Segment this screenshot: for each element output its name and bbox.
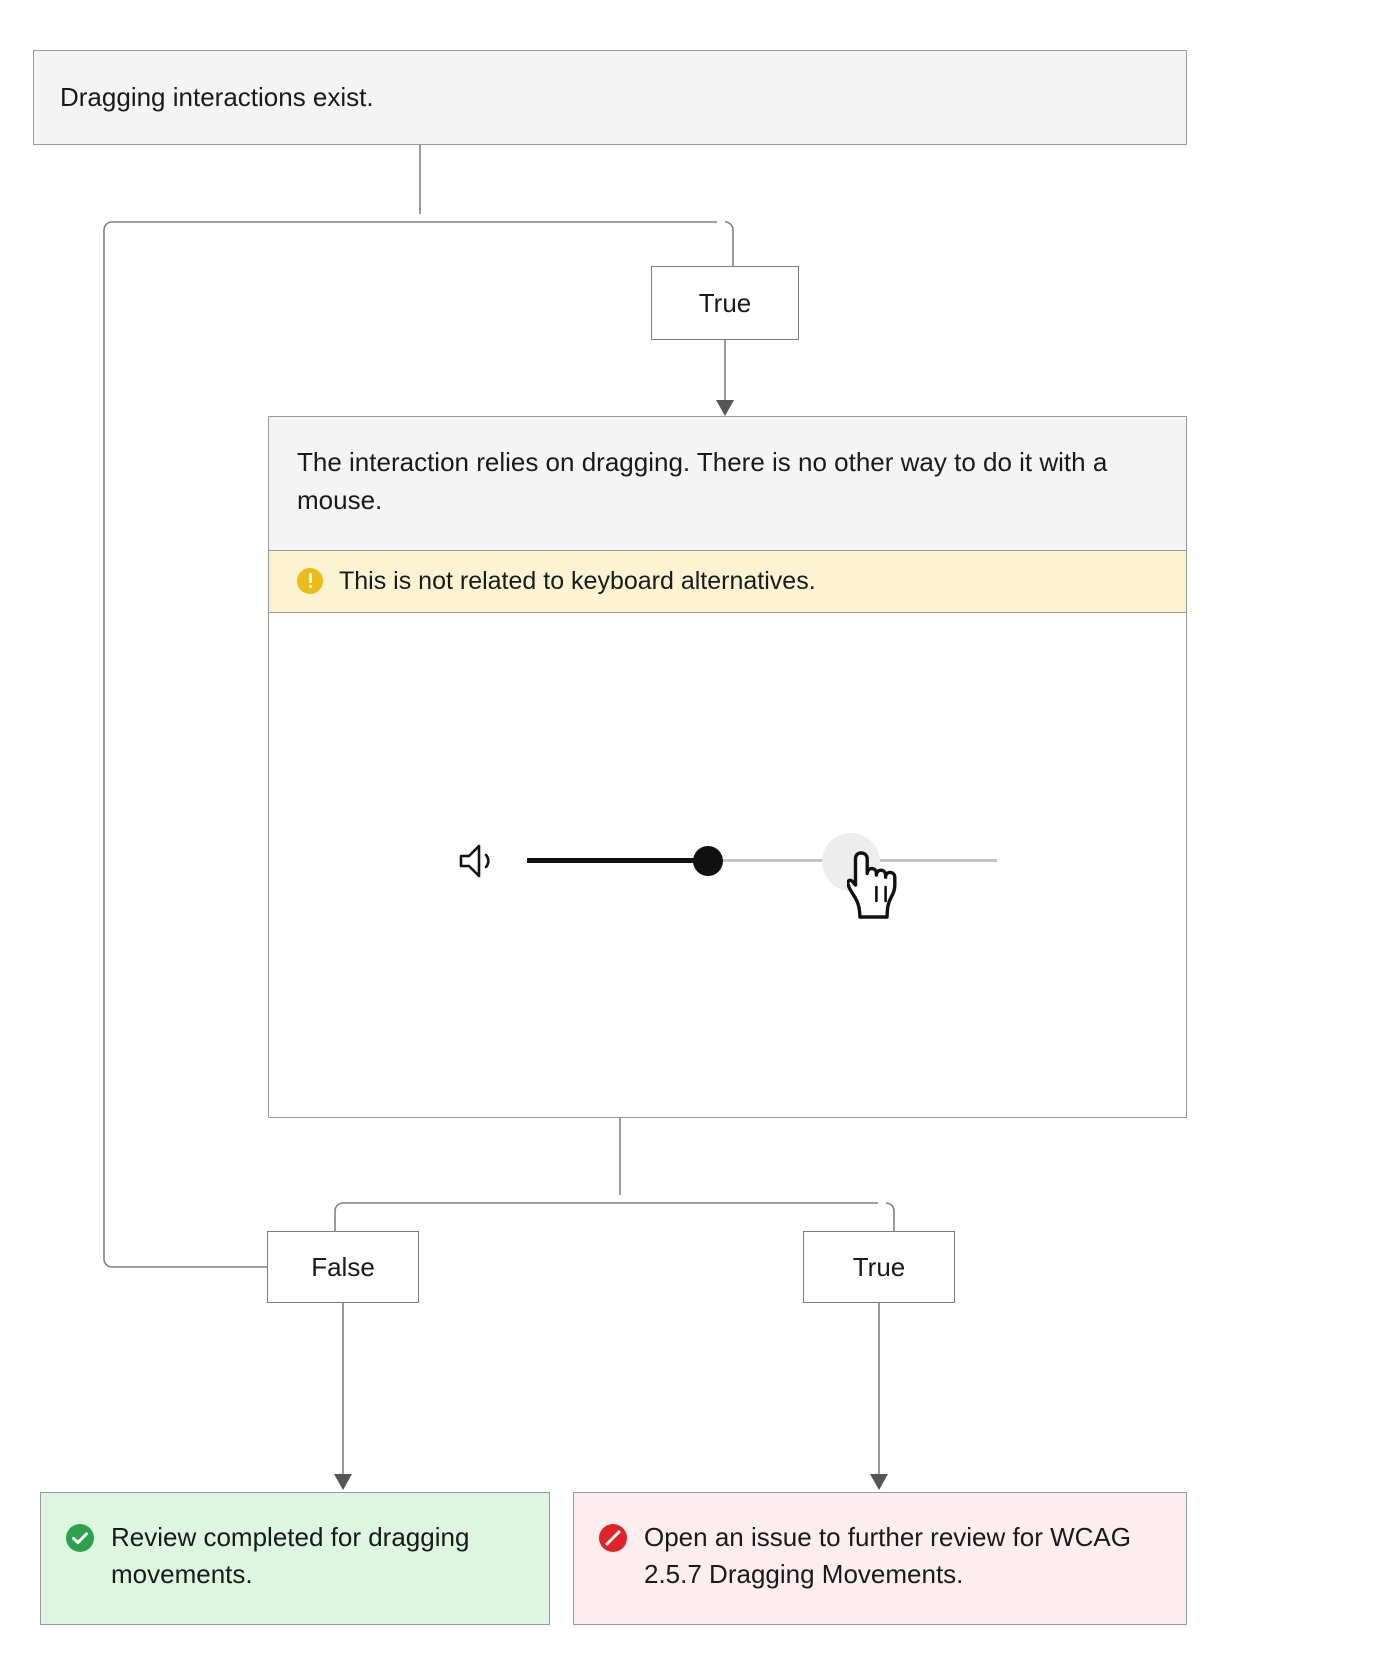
card-warning-banner: This is not related to keyboard alternat… <box>269 550 1186 613</box>
card-demo-section <box>269 612 1186 1117</box>
condition-top-true[interactable]: True <box>651 266 799 340</box>
slider-track-filled <box>527 857 709 863</box>
node-dragging-interactions-exist[interactable]: Dragging interactions exist. <box>33 50 1187 145</box>
condition-top-true-label: True <box>698 287 752 318</box>
success-check-icon <box>66 1524 94 1552</box>
card-warning-text: This is not related to keyboard alternat… <box>339 567 816 596</box>
outcome-review-completed[interactable]: Review completed for dragging movements. <box>40 1492 550 1625</box>
node-root-label: Dragging interactions exist. <box>60 81 374 112</box>
volume-slider-demo <box>269 823 1186 919</box>
speaker-icon <box>459 844 490 878</box>
condition-bottom-true-label: True <box>852 1251 906 1282</box>
condition-bottom-false-label: False <box>311 1251 375 1282</box>
card-statement-section: The interaction relies on dragging. Ther… <box>269 417 1186 551</box>
pointer-hand-cursor-icon <box>847 851 897 919</box>
node-interaction-relies-on-dragging[interactable]: The interaction relies on dragging. Ther… <box>268 416 1187 1118</box>
warning-icon <box>297 568 323 595</box>
condition-bottom-false[interactable]: False <box>267 1231 419 1303</box>
outcome-review-completed-text: Review completed for dragging movements. <box>111 1522 470 1589</box>
outcome-open-issue-text: Open an issue to further review for WCAG… <box>644 1522 1131 1589</box>
prohibited-icon <box>599 1524 627 1552</box>
condition-bottom-true[interactable]: True <box>803 1231 955 1303</box>
card-statement-text: The interaction relies on dragging. Ther… <box>297 447 1108 516</box>
outcome-open-issue[interactable]: Open an issue to further review for WCAG… <box>573 1492 1187 1625</box>
slider-thumb[interactable] <box>693 845 723 876</box>
